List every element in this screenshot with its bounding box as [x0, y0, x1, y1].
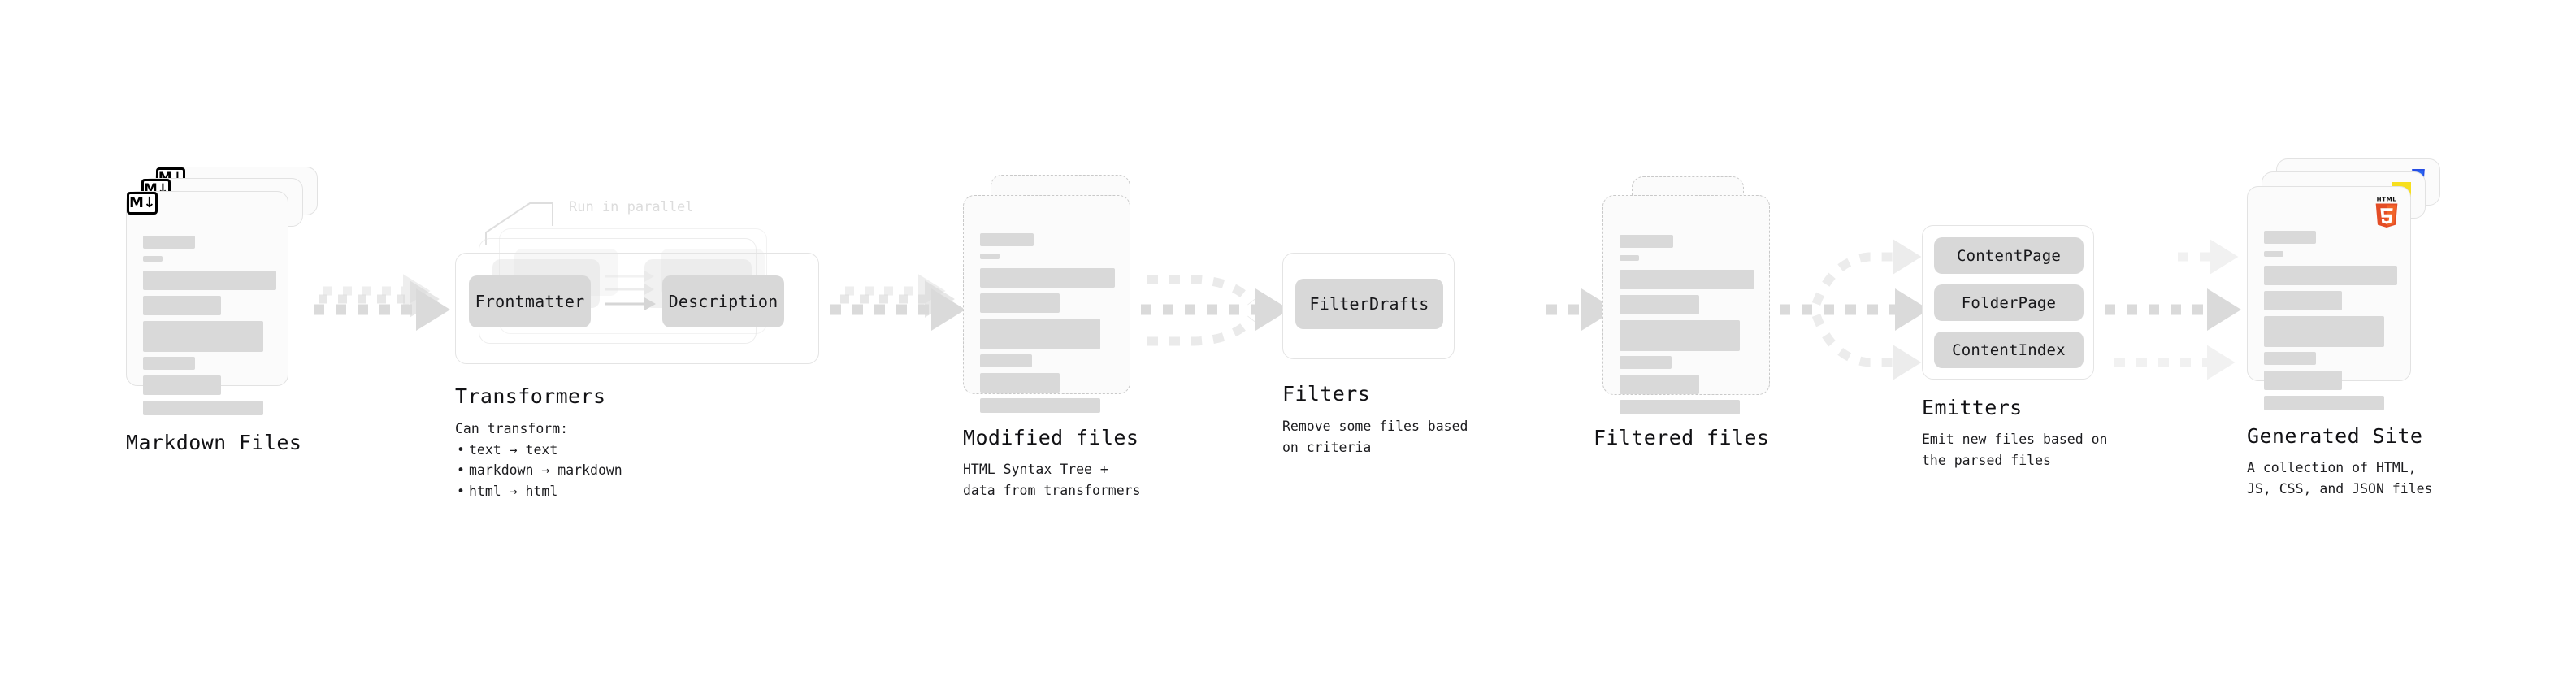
skeleton-bar [143, 256, 163, 262]
emitters-group-box: ContentPage FolderPage ContentIndex [1922, 225, 2094, 380]
skeleton-bar [2264, 251, 2283, 257]
skeleton-bar [2264, 231, 2316, 244]
flow-arrow-emitters-to-site [2105, 239, 2241, 380]
transformers-group-box: Frontmatter Description [455, 253, 819, 364]
stage-title-filtered-files: Filtered files [1594, 426, 1770, 449]
stage-title-generated-site: Generated Site [2247, 424, 2423, 448]
run-in-parallel-label: Run in parallel [569, 199, 694, 215]
flow-arrow-transformers-to-modified [830, 274, 965, 331]
skeleton-bar [2264, 266, 2397, 285]
skeleton-bar [2264, 371, 2342, 390]
skeleton-bar [980, 398, 1100, 413]
flow-arrow-modified-to-filters [1141, 275, 1290, 346]
transformer-lane-arrows [605, 271, 656, 310]
filters-group-box: FilterDrafts [1282, 253, 1455, 359]
skeleton-bar [1620, 295, 1699, 314]
skeleton-bar [980, 354, 1032, 367]
flow-arrow-markdown-to-transformers [314, 274, 450, 331]
stage-title-markdown-files: Markdown Files [126, 431, 302, 454]
skeleton-bar [1620, 320, 1740, 351]
svg-text:HTML: HTML [2377, 196, 2397, 203]
modified-card-front [963, 195, 1130, 413]
list-item: markdown → markdown [457, 460, 622, 481]
emitters-caption: Emit new files based on the parsed files [1922, 432, 2108, 468]
transformer-chip-description[interactable]: Description [662, 275, 784, 327]
skeleton-bar [1620, 400, 1740, 414]
skeleton-bar [980, 268, 1115, 288]
filter-chip-filterdrafts[interactable]: FilterDrafts [1295, 279, 1443, 329]
filtered-card-front [1602, 195, 1770, 414]
skeleton-bar [2264, 352, 2316, 365]
skeleton-bar [2264, 316, 2384, 347]
stage-title-transformers: Transformers [455, 384, 606, 408]
skeleton-bar [1620, 375, 1699, 394]
markdown-badge: M↓ [127, 192, 158, 215]
skeleton-bar [143, 375, 221, 395]
stage-title-modified-files: Modified files [963, 426, 1139, 449]
run-in-parallel-bracket [485, 202, 553, 245]
modified-files-caption: HTML Syntax Tree + data from transformer… [963, 462, 1141, 498]
html5-badge: HTML [2375, 196, 2398, 228]
stage-title-filters: Filters [1282, 382, 1371, 406]
skeleton-bar [143, 271, 276, 290]
transformers-caption-list: text → text markdown → markdown html → h… [455, 440, 622, 502]
emitter-chip-folderpage[interactable]: FolderPage [1934, 284, 2084, 321]
list-item: html → html [457, 481, 622, 502]
emitter-chip-contentpage[interactable]: ContentPage [1934, 237, 2084, 274]
list-item: text → text [457, 440, 622, 461]
generated-site-caption: A collection of HTML, JS, CSS, and JSON … [2247, 460, 2433, 497]
skeleton-bar [980, 254, 1000, 259]
filters-caption: Remove some files based on criteria [1282, 419, 1468, 455]
transformers-caption: Can transform: text → text markdown → ma… [455, 419, 622, 501]
skeleton-bar [1620, 356, 1672, 369]
skeleton-bar [980, 293, 1060, 313]
transformers-caption-head: Can transform: [455, 421, 569, 436]
skeleton-bar [143, 321, 263, 352]
skeleton-bar [980, 233, 1034, 246]
skeleton-bar [2264, 291, 2342, 310]
skeleton-bar [143, 401, 263, 415]
skeleton-bar [980, 319, 1100, 349]
stage-title-emitters: Emitters [1922, 396, 2023, 419]
skeleton-bar [1620, 235, 1673, 248]
skeleton-bar [980, 373, 1060, 393]
generated-card-front: HTML [2247, 186, 2411, 410]
skeleton-bar [2264, 396, 2384, 410]
skeleton-bar [1620, 255, 1639, 261]
skeleton-bar [1620, 270, 1754, 289]
skeleton-bar [143, 357, 195, 370]
skeleton-bar [143, 236, 195, 249]
markdown-card-front: M↓ [126, 191, 288, 415]
transformer-chip-frontmatter[interactable]: Frontmatter [469, 275, 591, 327]
flow-arrow-filtered-to-emitters [1780, 239, 1929, 380]
skeleton-bar [143, 296, 221, 315]
emitter-chip-contentindex[interactable]: ContentIndex [1934, 332, 2084, 368]
